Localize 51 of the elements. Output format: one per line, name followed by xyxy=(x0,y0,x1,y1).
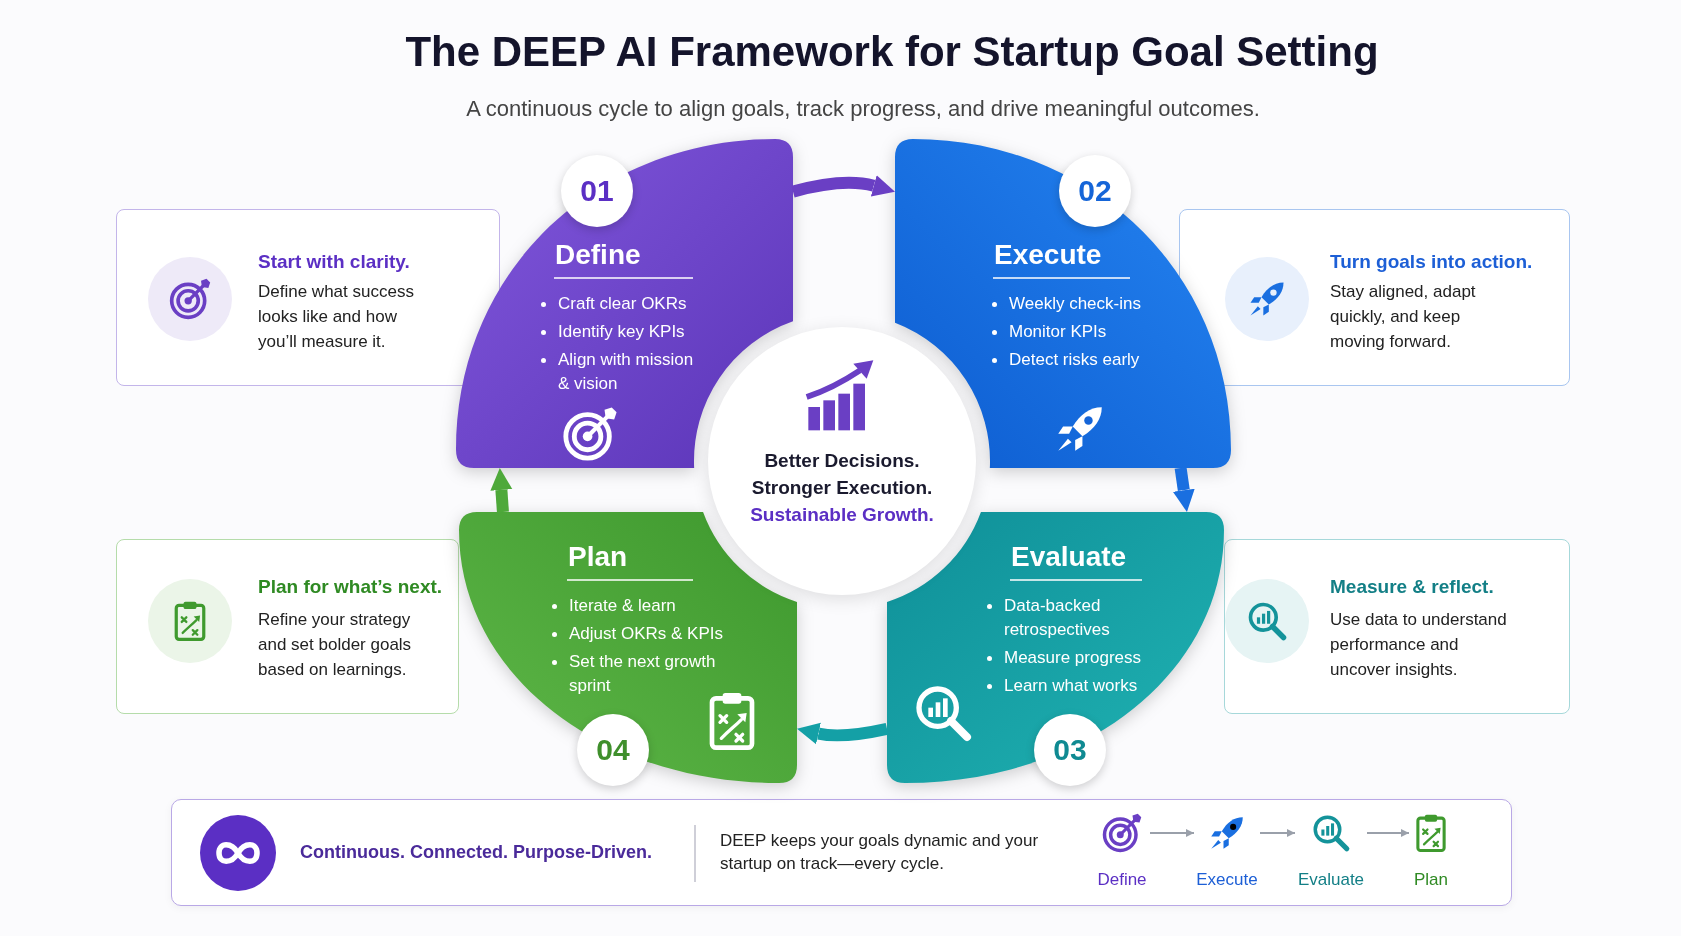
bullet-text: Identify key KPIs xyxy=(558,321,686,343)
summary-text: DEEP keeps your goals dynamic and your startup on track—every cycle. xyxy=(720,830,1040,875)
card-heading: Turn goals into action. xyxy=(1330,251,1533,273)
card-heading: Measure & reflect. xyxy=(1330,576,1494,598)
tagline-text: Better Decisions. xyxy=(764,450,920,472)
step-number-badge: 04 xyxy=(577,714,649,786)
step-number-badge: 03 xyxy=(1034,714,1106,786)
tagline-text: Sustainable Growth. xyxy=(750,504,934,526)
card-heading: Plan for what’s next. xyxy=(258,576,443,598)
arrow xyxy=(1149,829,1195,837)
phase-title: Evaluate xyxy=(1011,541,1127,573)
bullet-text: Iterate & learn xyxy=(569,595,677,617)
title: The DEEP AI Framework for Startup Goal Setting xyxy=(405,28,1379,76)
card-text: Refine your strategy and set bolder goals based on learnings. xyxy=(258,609,413,681)
step-label: Evaluate xyxy=(1297,870,1365,890)
bullet-text: Monitor KPIs xyxy=(1009,321,1108,343)
phase-title: Define xyxy=(555,239,641,271)
bullet-text: Craft clear OKRs xyxy=(558,293,688,315)
bullet-text: Data-backed retrospectives xyxy=(1004,595,1111,641)
info-card xyxy=(116,209,500,386)
bullet-text: Align with mission & vision xyxy=(558,349,695,395)
bullet-text: Adjust OKRs & KPIs xyxy=(569,623,724,645)
arrow xyxy=(791,175,896,198)
step-number-badge: 01 xyxy=(561,155,633,227)
bullet-text: Learn what works xyxy=(1004,675,1139,697)
arrow xyxy=(490,468,513,513)
phase-title: Execute xyxy=(994,239,1102,271)
arrow xyxy=(1172,467,1195,512)
phase-title: Plan xyxy=(568,541,628,573)
arrow xyxy=(1259,829,1296,837)
card-text: Define what success looks like and how you’ll measure it. xyxy=(258,281,415,353)
tagline-text: Continuous. Connected. Purpose-Driven. xyxy=(300,842,653,863)
card-heading: Start with clarity. xyxy=(258,251,410,273)
info-card xyxy=(116,539,459,714)
bullet-text: Set the next growth sprint xyxy=(569,651,717,697)
step-number-badge: 02 xyxy=(1059,155,1131,227)
step-label: Execute xyxy=(1196,870,1258,890)
info-card xyxy=(1179,209,1570,386)
step-label: Plan xyxy=(1414,870,1448,890)
arrow xyxy=(796,722,889,745)
summary-banner xyxy=(171,799,1512,906)
card-text: Use data to understand performance and uncover insights. xyxy=(1330,609,1508,681)
bullet-text: Weekly check-ins xyxy=(1009,293,1142,315)
subtitle: A continuous cycle to align goals, track progress, and drive meaningful outcomes. xyxy=(466,96,1260,122)
info-card xyxy=(1224,539,1570,714)
step-label: Define xyxy=(1097,870,1147,890)
tagline-text: Stronger Execution. xyxy=(751,477,933,499)
arrow xyxy=(1366,829,1410,837)
bullet-text: Measure progress xyxy=(1004,647,1142,669)
card-text: Stay aligned, adapt quickly, and keep moving forward. xyxy=(1330,281,1477,353)
bullet-text: Detect risks early xyxy=(1009,349,1141,371)
